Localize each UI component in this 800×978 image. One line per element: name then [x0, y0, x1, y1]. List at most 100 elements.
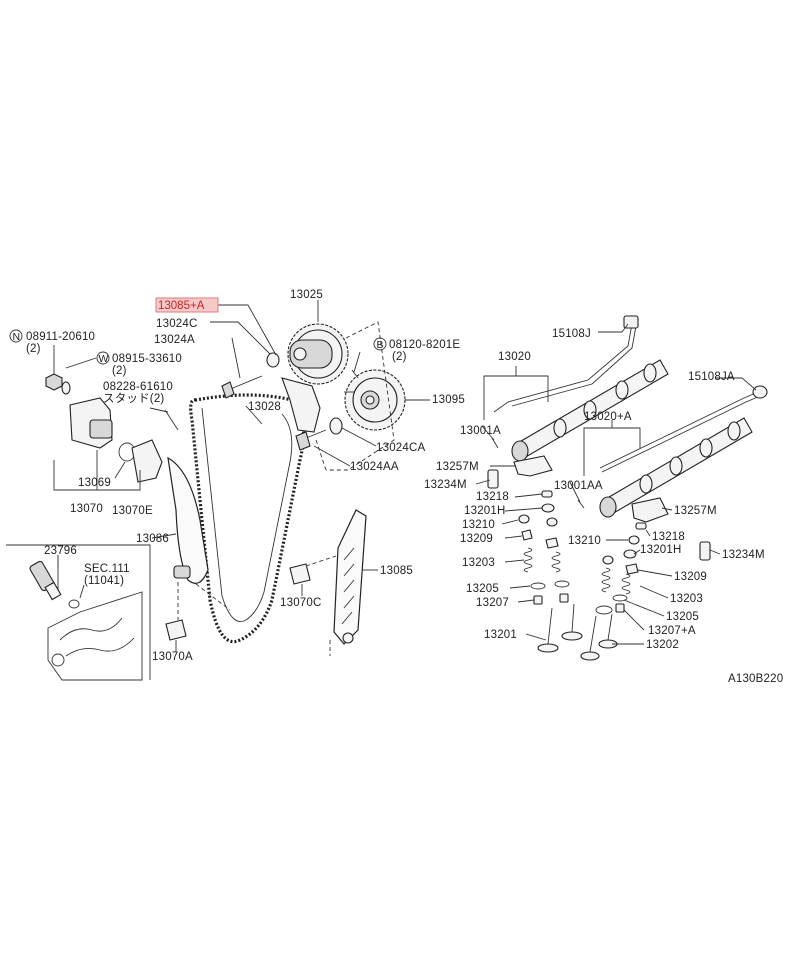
label-13025[interactable]: 13025 — [290, 289, 323, 301]
camshaft-13020[interactable] — [511, 359, 669, 462]
tensioner-lever-13024C[interactable] — [281, 377, 321, 433]
label-13202[interactable]: 13202 — [646, 639, 679, 651]
label-13205-left[interactable]: 13205 — [466, 583, 499, 595]
label-13070E[interactable]: 13070E — [112, 505, 153, 517]
label-13203-right[interactable]: 13203 — [670, 593, 703, 605]
seal-13207A[interactable] — [615, 603, 625, 613]
valve-13201[interactable] — [537, 603, 583, 653]
label-13024C[interactable]: 13024C — [156, 318, 197, 330]
gasket-13070E[interactable] — [131, 439, 163, 483]
washer-08915[interactable] — [61, 381, 71, 395]
guide-pad — [173, 565, 191, 579]
label-13070C[interactable]: 13070C — [280, 597, 321, 609]
timing-chain-13028[interactable] — [189, 393, 306, 644]
label-08911[interactable]: 08911-20610 — [26, 331, 95, 343]
keeper-13210-left[interactable] — [518, 514, 530, 524]
spring-13203-left[interactable] — [523, 547, 533, 573]
oil-pipe-15108JA[interactable] — [599, 391, 759, 469]
label-13070[interactable]: 13070 — [70, 503, 103, 515]
label-13207[interactable]: 13207 — [476, 597, 509, 609]
label-13257M-left[interactable]: 13257M — [436, 461, 479, 473]
label-08120[interactable]: 08120-8201E — [389, 339, 460, 351]
label-13024CA[interactable]: 13024CA — [376, 442, 425, 454]
bolt-13070A[interactable] — [165, 619, 187, 641]
chain-guide-13085[interactable] — [333, 509, 367, 645]
bolt-13070C[interactable] — [289, 563, 311, 585]
retainer-13201H-right[interactable] — [623, 549, 637, 559]
label-15108JA[interactable]: 15108JA — [688, 371, 735, 383]
retainer-13209-left[interactable] — [521, 529, 533, 541]
label-13207A[interactable]: 13207+A — [648, 625, 696, 637]
camshaft-13020A[interactable] — [599, 417, 753, 518]
marker-w — [96, 351, 110, 365]
retainer-13201H-left[interactable] — [541, 503, 555, 513]
label-13070A[interactable]: 13070A — [152, 651, 193, 663]
rocker-13257M-right[interactable] — [631, 497, 669, 523]
shim-13218-right[interactable] — [635, 522, 647, 530]
retainer-13209-right[interactable] — [625, 563, 639, 575]
label-08228[interactable]: 08228-61610 — [103, 381, 173, 393]
label-13201H-left[interactable]: 13201H — [464, 505, 505, 517]
marker-w-text: W — [99, 353, 109, 365]
o-ring-sensor[interactable] — [68, 599, 80, 609]
valve-13202[interactable] — [580, 613, 618, 661]
washer-13024CA[interactable] — [329, 417, 343, 435]
label-13085[interactable]: 13085 — [380, 565, 413, 577]
chain-guide-13086[interactable] — [167, 456, 209, 584]
shim-13218-left[interactable] — [541, 490, 553, 498]
label-13234M-right[interactable]: 13234M — [722, 549, 765, 561]
label-13210-left[interactable]: 13210 — [462, 519, 495, 531]
label-13234M-left[interactable]: 13234M — [424, 479, 467, 491]
label-13086[interactable]: 13086 — [136, 533, 169, 545]
oil-pipe-15108J[interactable] — [493, 323, 633, 413]
label-13209-left[interactable]: 13209 — [460, 533, 493, 545]
label-13069[interactable]: 13069 — [78, 477, 111, 489]
lash-adjuster-13234M-right[interactable] — [699, 541, 711, 561]
label-13203-left[interactable]: 13203 — [462, 557, 495, 569]
label-13020[interactable]: 13020 — [498, 351, 531, 363]
label-13095[interactable]: 13095 — [432, 394, 465, 406]
diagram-code: A130B220 — [728, 673, 783, 685]
rocker-13257M-left[interactable] — [513, 455, 553, 477]
label-15108J[interactable]: 15108J — [552, 328, 591, 340]
label-13205-right[interactable]: 13205 — [666, 611, 699, 623]
label-13020A[interactable]: 13020+A — [584, 411, 632, 423]
seal-13207[interactable] — [533, 595, 543, 605]
seat-13205-right[interactable] — [595, 605, 613, 615]
sprocket-13025[interactable] — [287, 323, 349, 385]
label-08120-qty: (2) — [392, 351, 407, 363]
marker-n — [9, 329, 23, 343]
washer-13024C[interactable] — [266, 352, 280, 368]
label-13201H-right[interactable]: 13201H — [640, 544, 681, 556]
camshaft-group — [483, 315, 768, 661]
label-13209-right[interactable]: 13209 — [674, 571, 707, 583]
bolt-13024A[interactable] — [221, 381, 235, 399]
label-13210-right[interactable]: 13210 — [568, 535, 601, 547]
label-13024AA[interactable]: 13024AA — [350, 461, 399, 473]
seat-13205-left[interactable] — [530, 582, 546, 590]
stud-08228[interactable] — [164, 409, 179, 431]
label-08911-qty: (2) — [26, 343, 41, 355]
label-13028[interactable]: 13028 — [248, 401, 281, 413]
label-sec111[interactable]: SEC.111 — [84, 563, 130, 575]
dowel-13001AA[interactable] — [577, 499, 585, 509]
label-13218-right[interactable]: 13218 — [652, 531, 685, 543]
timing-chain-group — [151, 321, 406, 656]
bolt-13024AA[interactable] — [295, 431, 311, 451]
keeper-13210-right[interactable] — [628, 535, 640, 545]
spring-13203-right[interactable] — [601, 567, 611, 593]
lash-adjuster-13234M-left[interactable] — [487, 469, 499, 489]
label-13218-left[interactable]: 13218 — [476, 491, 509, 503]
label-13201[interactable]: 13201 — [484, 629, 517, 641]
nut-08911[interactable] — [45, 373, 63, 391]
dowel-13001A[interactable] — [491, 437, 499, 449]
sprocket-13095[interactable] — [344, 369, 406, 431]
label-13085A[interactable]: 13085+A — [158, 300, 205, 312]
label-13001AA[interactable]: 13001AA — [554, 480, 603, 492]
label-13257M-right[interactable]: 13257M — [674, 505, 717, 517]
label-08915[interactable]: 08915-33610 — [112, 353, 182, 365]
label-13024A[interactable]: 13024A — [154, 334, 195, 346]
label-13001A[interactable]: 13001A — [460, 425, 501, 437]
subview-sec111 — [6, 544, 151, 681]
label-23796[interactable]: 23796 — [44, 545, 77, 557]
